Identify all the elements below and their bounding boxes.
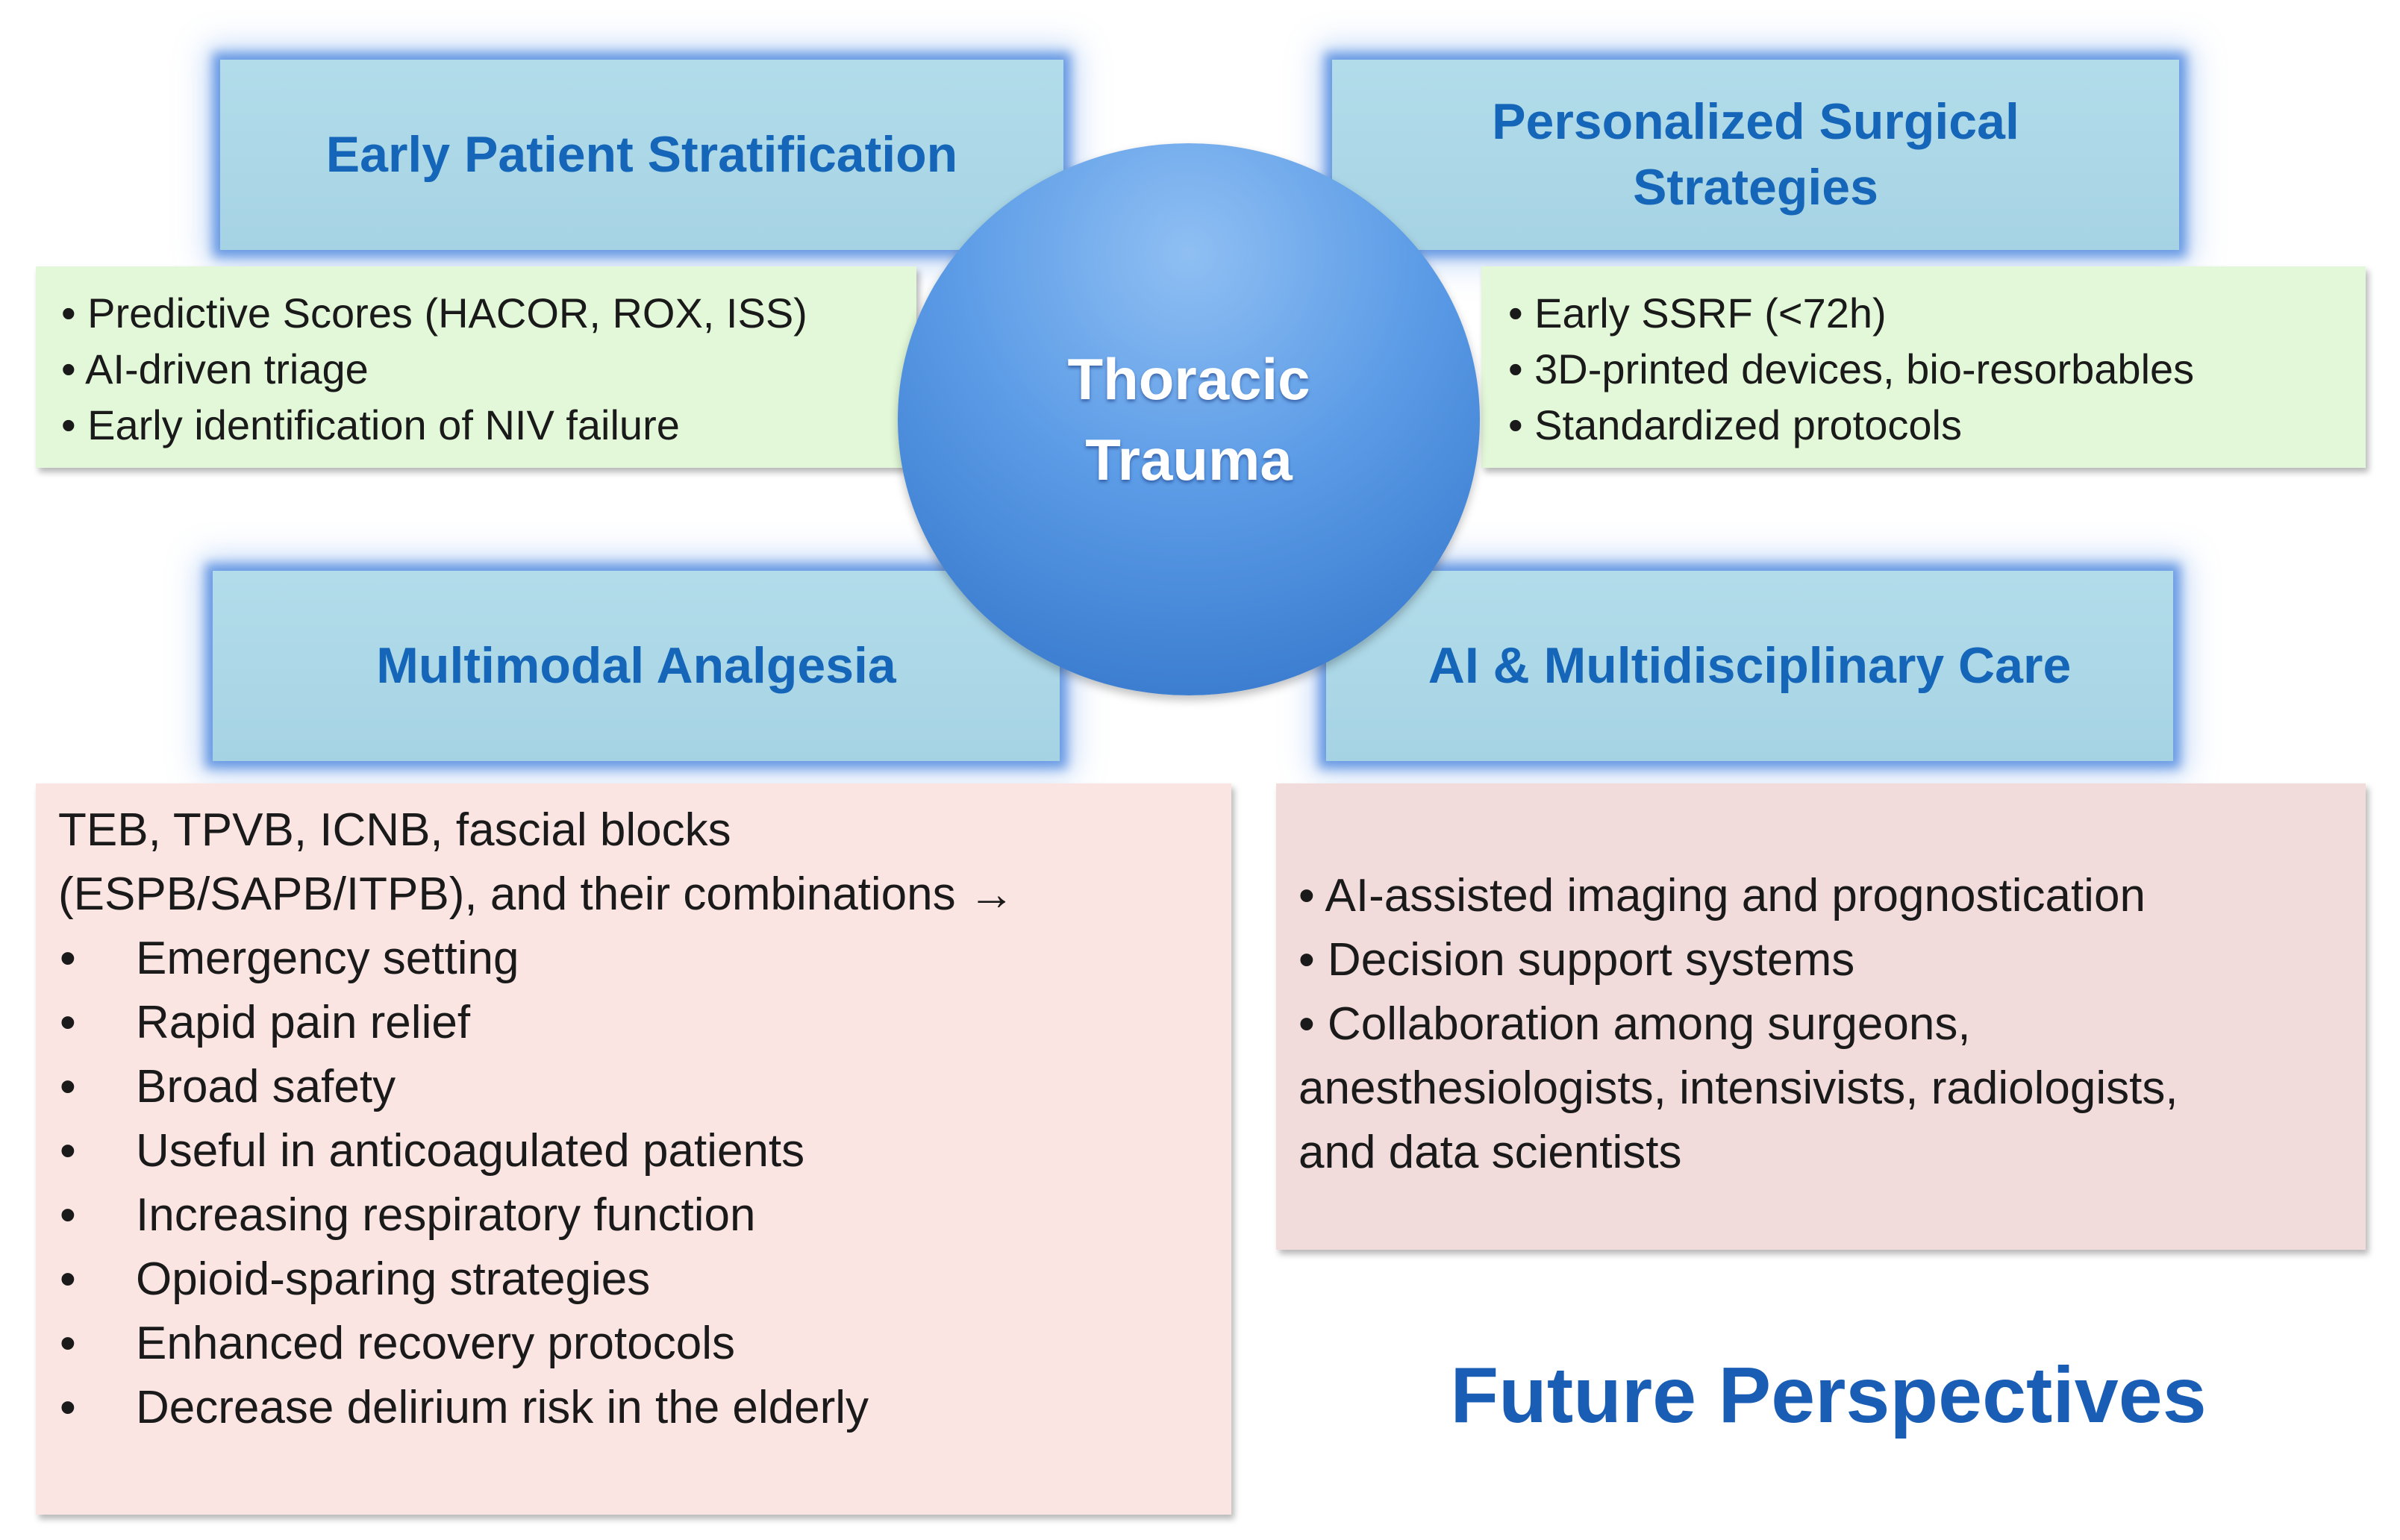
ai-care-details-box: • AI-assisted imaging and prognosticatio… (1276, 783, 2366, 1250)
list-item: • Predictive Scores (HACOR, ROX, ISS) (61, 289, 807, 337)
list-item: • 3D-printed devices, bio-resorbables (1508, 345, 2195, 392)
list-item-text: Increasing respiratory function (136, 1189, 756, 1241)
list-item-text: Broad safety (136, 1061, 396, 1112)
list-item-text: Emergency setting (136, 933, 519, 984)
list-item: • Decrease delirium risk in the elderly (58, 1376, 1231, 1440)
list-item: • Increasing respiratory function (58, 1183, 1231, 1248)
center-title: Thoracic Trauma (1067, 346, 1310, 492)
stratification-details-box: • Predictive Scores (HACOR, ROX, ISS) • … (36, 266, 916, 468)
header-label: Early Patient Stratification (325, 125, 958, 183)
header-label: Multimodal Analgesia (376, 636, 896, 694)
list-item-text: Opioid-sparing strategies (136, 1253, 651, 1305)
list-item: • Rapid pain relief (58, 991, 1231, 1055)
header-early-patient-stratification: Early Patient Stratification (220, 60, 1063, 250)
header-label: AI & Multidisciplinary Care (1428, 636, 2072, 694)
list-item: • Early identification of NIV failure (61, 401, 680, 448)
header-personalized-surgical-strategies: Personalized Surgical Strategies (1332, 60, 2179, 250)
list-item: • Early SSRF (<72h) (1508, 289, 1887, 337)
intro-line: (ESPB/SAPB/ITPB), and their combinations… (58, 868, 1015, 920)
list-item: • Useful in anticoagulated patients (58, 1119, 1231, 1183)
header-multimodal-analgesia: Multimodal Analgesia (213, 571, 1060, 761)
list-item: • Enhanced recovery protocols (58, 1312, 1231, 1376)
list-item-text: Rapid pain relief (136, 997, 471, 1048)
bullet: • (60, 933, 76, 984)
header-label-line2: Strategies (1633, 158, 1878, 216)
list-item: • AI-assisted imaging and prognosticatio… (1299, 870, 2146, 921)
bullet: • (60, 997, 76, 1048)
bullet: • (60, 1061, 76, 1112)
list-item: • Opioid-sparing strategies (58, 1248, 1231, 1312)
footer-title: Future Perspectives (1450, 1351, 2207, 1439)
analgesia-details-box: TEB, TPVB, ICNB, fascial blocks (ESPB/SA… (36, 783, 1231, 1515)
center-circle: Thoracic Trauma (898, 143, 1480, 695)
list-item-continuation: anesthesiologists, intensivists, radiolo… (1299, 1062, 2178, 1114)
bullet: • (60, 1253, 76, 1305)
bullet: • (60, 1125, 76, 1177)
list-item: • Emergency setting (58, 927, 1231, 991)
header-ai-multidisciplinary-care: AI & Multidisciplinary Care (1326, 571, 2173, 761)
list-item-continuation: and data scientists (1299, 1127, 1682, 1178)
bullet: • (60, 1189, 76, 1241)
surgical-strategies-details-box: • Early SSRF (<72h) • 3D-printed devices… (1481, 266, 2366, 468)
list-item: • AI-driven triage (61, 345, 369, 392)
list-item: • Standardized protocols (1508, 401, 1962, 448)
intro-line: TEB, TPVB, ICNB, fascial blocks (58, 804, 731, 856)
list-item-text: Enhanced recovery protocols (136, 1318, 736, 1369)
header-label-line1: Personalized Surgical (1492, 93, 2019, 151)
bullet: • (60, 1382, 76, 1433)
list-item-text: Decrease delirium risk in the elderly (136, 1382, 869, 1433)
bullet: • (60, 1318, 76, 1369)
list-item-text: Useful in anticoagulated patients (136, 1125, 805, 1177)
list-item: • Broad safety (58, 1055, 1231, 1119)
list-item: • Decision support systems (1299, 934, 1855, 986)
list-item: • Collaboration among surgeons, (1299, 998, 1971, 1050)
